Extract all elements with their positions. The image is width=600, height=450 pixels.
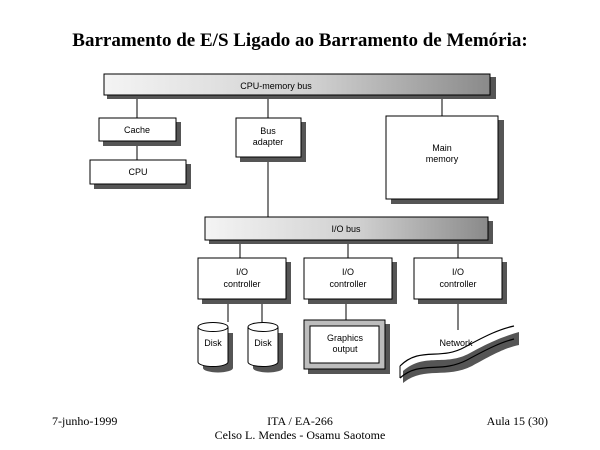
io-controller-2-box: I/O controller: [303, 257, 397, 304]
footer-authors: Celso L. Mendes - Osamu Saotome: [214, 428, 386, 442]
bus-adapter-label-line2: adapter: [253, 137, 284, 147]
io-controller-1-label-line2: controller: [223, 279, 260, 289]
disk-1-icon: Disk: [197, 322, 233, 373]
io-controller-2-label-line1: I/O: [342, 267, 354, 277]
main-memory-label-line1: Main: [432, 143, 452, 153]
cache-label: Cache: [124, 125, 150, 135]
cache-box: Cache: [98, 117, 181, 146]
bus-adapter-box: Bus adapter: [235, 117, 306, 162]
graphics-output-label-line2: output: [332, 344, 358, 354]
footer-credits: ITA / EA-266 Celso L. Mendes - Osamu Sao…: [0, 414, 600, 442]
cpu-memory-bus: CPU-memory bus: [103, 73, 496, 99]
io-controller-1-box: I/O controller: [197, 257, 291, 304]
io-controller-1-label-line1: I/O: [236, 267, 248, 277]
io-controller-2-label-line2: controller: [329, 279, 366, 289]
footer-date: 7-junho-1999: [52, 414, 118, 428]
network-label: Network: [439, 338, 473, 348]
cpu-label: CPU: [128, 167, 147, 177]
io-controller-3-label-line2: controller: [439, 279, 476, 289]
disk-2-label: Disk: [254, 338, 272, 348]
graphics-output-label-line1: Graphics: [327, 333, 364, 343]
io-bus: I/O bus: [204, 216, 493, 244]
network-icon: Network: [399, 325, 519, 383]
io-bus-label: I/O bus: [331, 224, 361, 234]
footer-course: ITA / EA-266: [267, 414, 333, 428]
cpu-box: CPU: [89, 159, 191, 189]
footer-lecture: Aula 15 (30): [486, 414, 548, 428]
cpu-memory-bus-label: CPU-memory bus: [240, 81, 312, 91]
disk-1-label: Disk: [204, 338, 222, 348]
main-memory-box: Main memory: [385, 115, 504, 204]
main-memory-label-line2: memory: [426, 154, 459, 164]
slide-title: Barramento de E/S Ligado ao Barramento d…: [72, 30, 528, 51]
disk-2-icon: Disk: [247, 322, 283, 373]
io-controller-3-box: I/O controller: [413, 257, 507, 304]
graphics-output-box: Graphics output: [303, 319, 390, 374]
bus-adapter-label-line1: Bus: [260, 126, 276, 136]
connector-lines: [136, 96, 459, 330]
io-controller-3-label-line1: I/O: [452, 267, 464, 277]
